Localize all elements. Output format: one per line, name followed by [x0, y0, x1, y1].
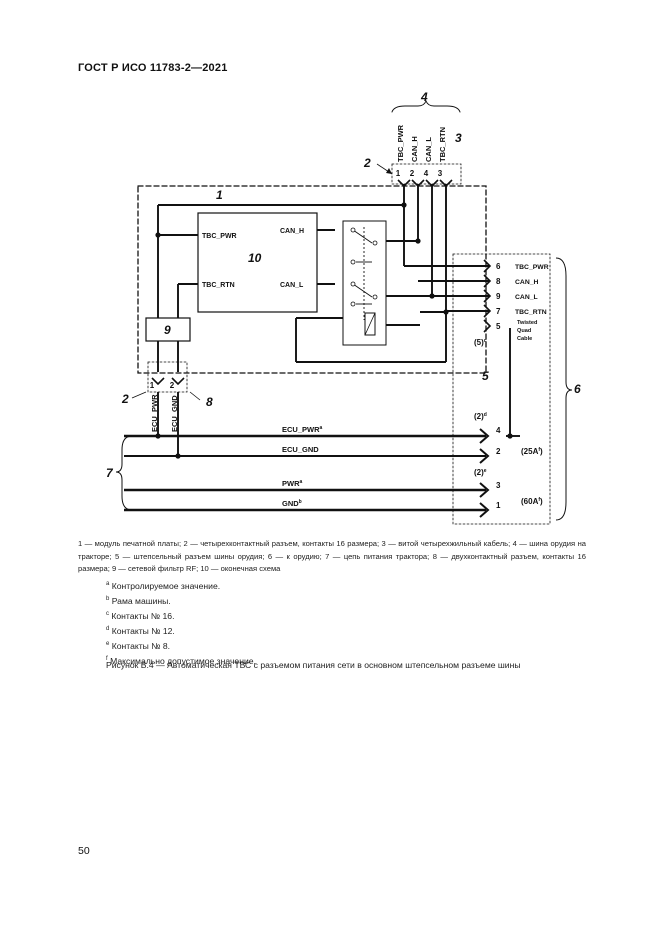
right-label-tbc-rtn: TBC_RTN: [515, 309, 547, 316]
right-pin-5: 5: [496, 322, 501, 331]
bus-pin-4: 4: [496, 426, 501, 435]
ecu-pin-1: 1: [150, 381, 155, 390]
note-5c: (5)c: [474, 338, 487, 347]
bus-pin-2: 2: [496, 447, 501, 456]
connector-5-outline: [452, 253, 551, 525]
relay-coil: [364, 312, 376, 336]
figure-legend: 1 — модуль печатной платы; 2 — четырехко…: [78, 539, 586, 573]
callout-7: 7: [106, 466, 114, 480]
cable-label-can-l: CAN_L: [424, 137, 433, 162]
right-label-can-l: CAN_L: [515, 294, 538, 301]
footnote-b: b Рама машины.: [106, 595, 171, 606]
footnote-e: e Контакты № 8.: [106, 641, 171, 652]
box10-can-l: CAN_L: [280, 282, 304, 289]
note-2e: (2)e: [474, 468, 487, 477]
bus-ecu-gnd-label: ECU_GND: [282, 445, 319, 454]
footnote-d: d Контакты № 12.: [106, 626, 175, 637]
top-pin-3: 3: [438, 169, 443, 178]
top-pin-2: 2: [410, 169, 415, 178]
callout-9: 9: [164, 323, 171, 337]
right-pin-6: 6: [496, 262, 501, 271]
termination-box-10: [197, 212, 318, 313]
callout-4: 4: [420, 90, 428, 104]
twisted-line-3: Cable: [517, 336, 532, 342]
ecu-pin-2: 2: [170, 381, 175, 390]
note-2d: (2)d: [474, 412, 487, 421]
document-header: ГОСТ Р ИСО 11783-2—2021: [78, 62, 228, 74]
twisted-line-1: Twisted: [517, 320, 538, 326]
rf-filter-box-9: [145, 317, 191, 342]
callout-10: 10: [248, 251, 262, 265]
right-label-tbc-pwr: TBC_PWR: [515, 264, 549, 271]
box10-can-h: CAN_H: [280, 228, 304, 235]
box10-tbc-rtn: TBC_RTN: [202, 282, 235, 289]
footnote-c: c Контакты № 16.: [106, 610, 175, 621]
relay-box: [342, 220, 387, 346]
cable-label-can-h: CAN_H: [410, 136, 419, 162]
right-label-can-h: CAN_H: [515, 279, 539, 286]
bus-pwr-label: PWRa: [282, 479, 303, 488]
top-pin-1: 1: [396, 169, 401, 178]
twisted-line-2: Quad: [517, 328, 532, 334]
bus-pin-3: 3: [496, 481, 501, 490]
footnotes: a Контролируемое значение. b Рама машины…: [106, 578, 256, 668]
bracket-4: [391, 99, 461, 113]
callout-2-left: 2: [121, 392, 129, 406]
page-number: 50: [78, 845, 90, 857]
callout-5: 5: [482, 369, 489, 383]
rating-25a: (25Af): [521, 447, 543, 456]
cable-label-tbc-rtn: TBC_RTN: [438, 127, 447, 162]
bus-gnd-label: GNDb: [282, 499, 302, 508]
callout-1: 1: [216, 188, 223, 202]
right-pin-9: 9: [496, 292, 501, 301]
figure-caption: Рисунок В.4 — Автоматическая ТВС с разъе…: [106, 660, 521, 670]
callout-6: 6: [574, 382, 581, 396]
right-pin-7: 7: [496, 307, 501, 316]
bus-ecu-pwr-label: ECU_PWRa: [282, 425, 323, 434]
connector-8-outline: [147, 361, 188, 393]
module-1-outline: [137, 185, 487, 374]
callout-8: 8: [206, 395, 213, 409]
footnote-f: f Максимально допустимое значение.: [106, 656, 256, 667]
cable-label-tbc-pwr: TBC_PWR: [396, 124, 405, 162]
callout-2-top: 2: [363, 156, 371, 170]
box10-tbc-pwr: TBC_PWR: [202, 233, 237, 240]
wiring-diagram: 1 2 3 4 5 6 7 8 9 10 2 TBC_PWR CAN_H CAN…: [106, 90, 581, 525]
ecu-label-pwr: ECU_PWR: [150, 394, 159, 432]
top-pin-4: 4: [424, 169, 429, 178]
footnote-a: a Контролируемое значение.: [106, 580, 221, 591]
callout-3: 3: [455, 131, 462, 145]
bus-pin-1: 1: [496, 501, 501, 510]
ecu-label-gnd: ECU_GND: [170, 395, 179, 432]
right-pin-8: 8: [496, 277, 501, 286]
rating-60a: (60Af): [521, 497, 543, 506]
